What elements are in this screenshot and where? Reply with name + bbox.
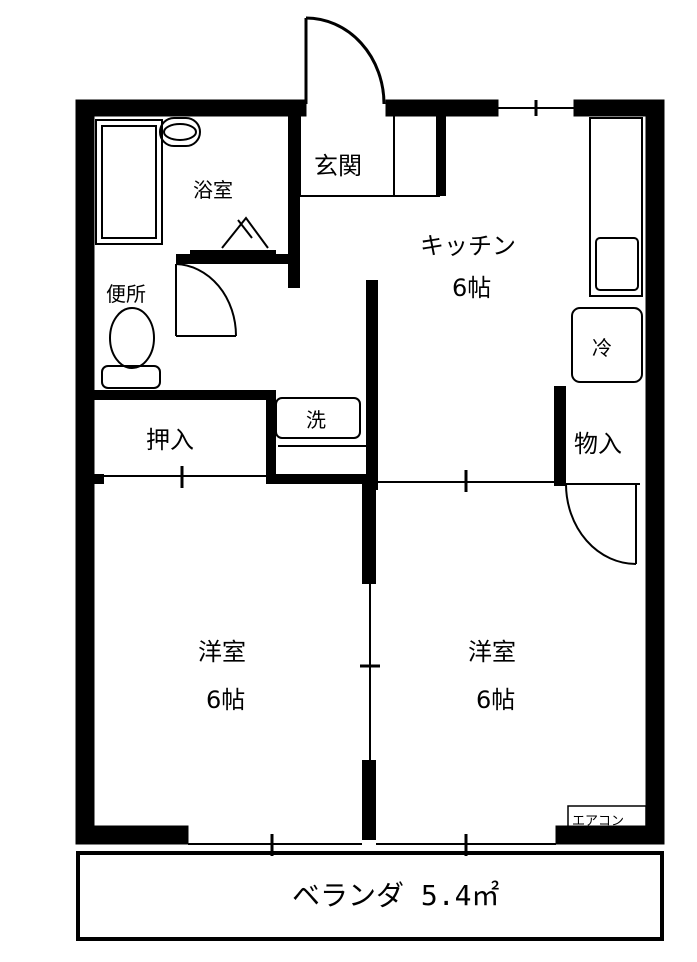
east-room-name-label: 洋室	[468, 638, 516, 666]
kitchen-size-label: 6帖	[452, 274, 492, 302]
west-room-size-label: 6帖	[206, 686, 246, 714]
fridge-label: 冷	[592, 336, 612, 360]
washer-label: 洗	[306, 408, 326, 432]
toilet-icon	[101, 307, 161, 389]
storage-label: 物入	[574, 430, 622, 458]
kitchen-counter-icon	[589, 117, 643, 297]
toilet-label: 便所	[106, 282, 146, 306]
storage-door	[565, 483, 640, 565]
bath-door-icon	[190, 216, 276, 254]
fridge-box	[571, 307, 643, 383]
washer-box	[275, 397, 361, 439]
interior-walls	[90, 100, 566, 840]
bathtub-icon	[95, 117, 201, 245]
west-room-name-label: 洋室	[198, 638, 246, 666]
kitchen-name-label: キッチン	[420, 232, 516, 260]
closet-label: 押入	[146, 426, 194, 454]
sliding-door-marks	[180, 100, 538, 856]
aircon-box	[567, 805, 647, 833]
veranda-label: ベランダ 5.4㎡	[292, 879, 500, 912]
bath-label: 浴室	[193, 178, 233, 202]
veranda-outline	[76, 851, 664, 941]
east-room-size-label: 6帖	[476, 686, 516, 714]
outer-walls	[75, 99, 665, 845]
toilet-door-icon	[175, 263, 237, 337]
entrance-label: 玄関	[314, 152, 362, 180]
entrance-door	[304, 16, 386, 105]
aircon-label: エアコン	[572, 814, 625, 829]
